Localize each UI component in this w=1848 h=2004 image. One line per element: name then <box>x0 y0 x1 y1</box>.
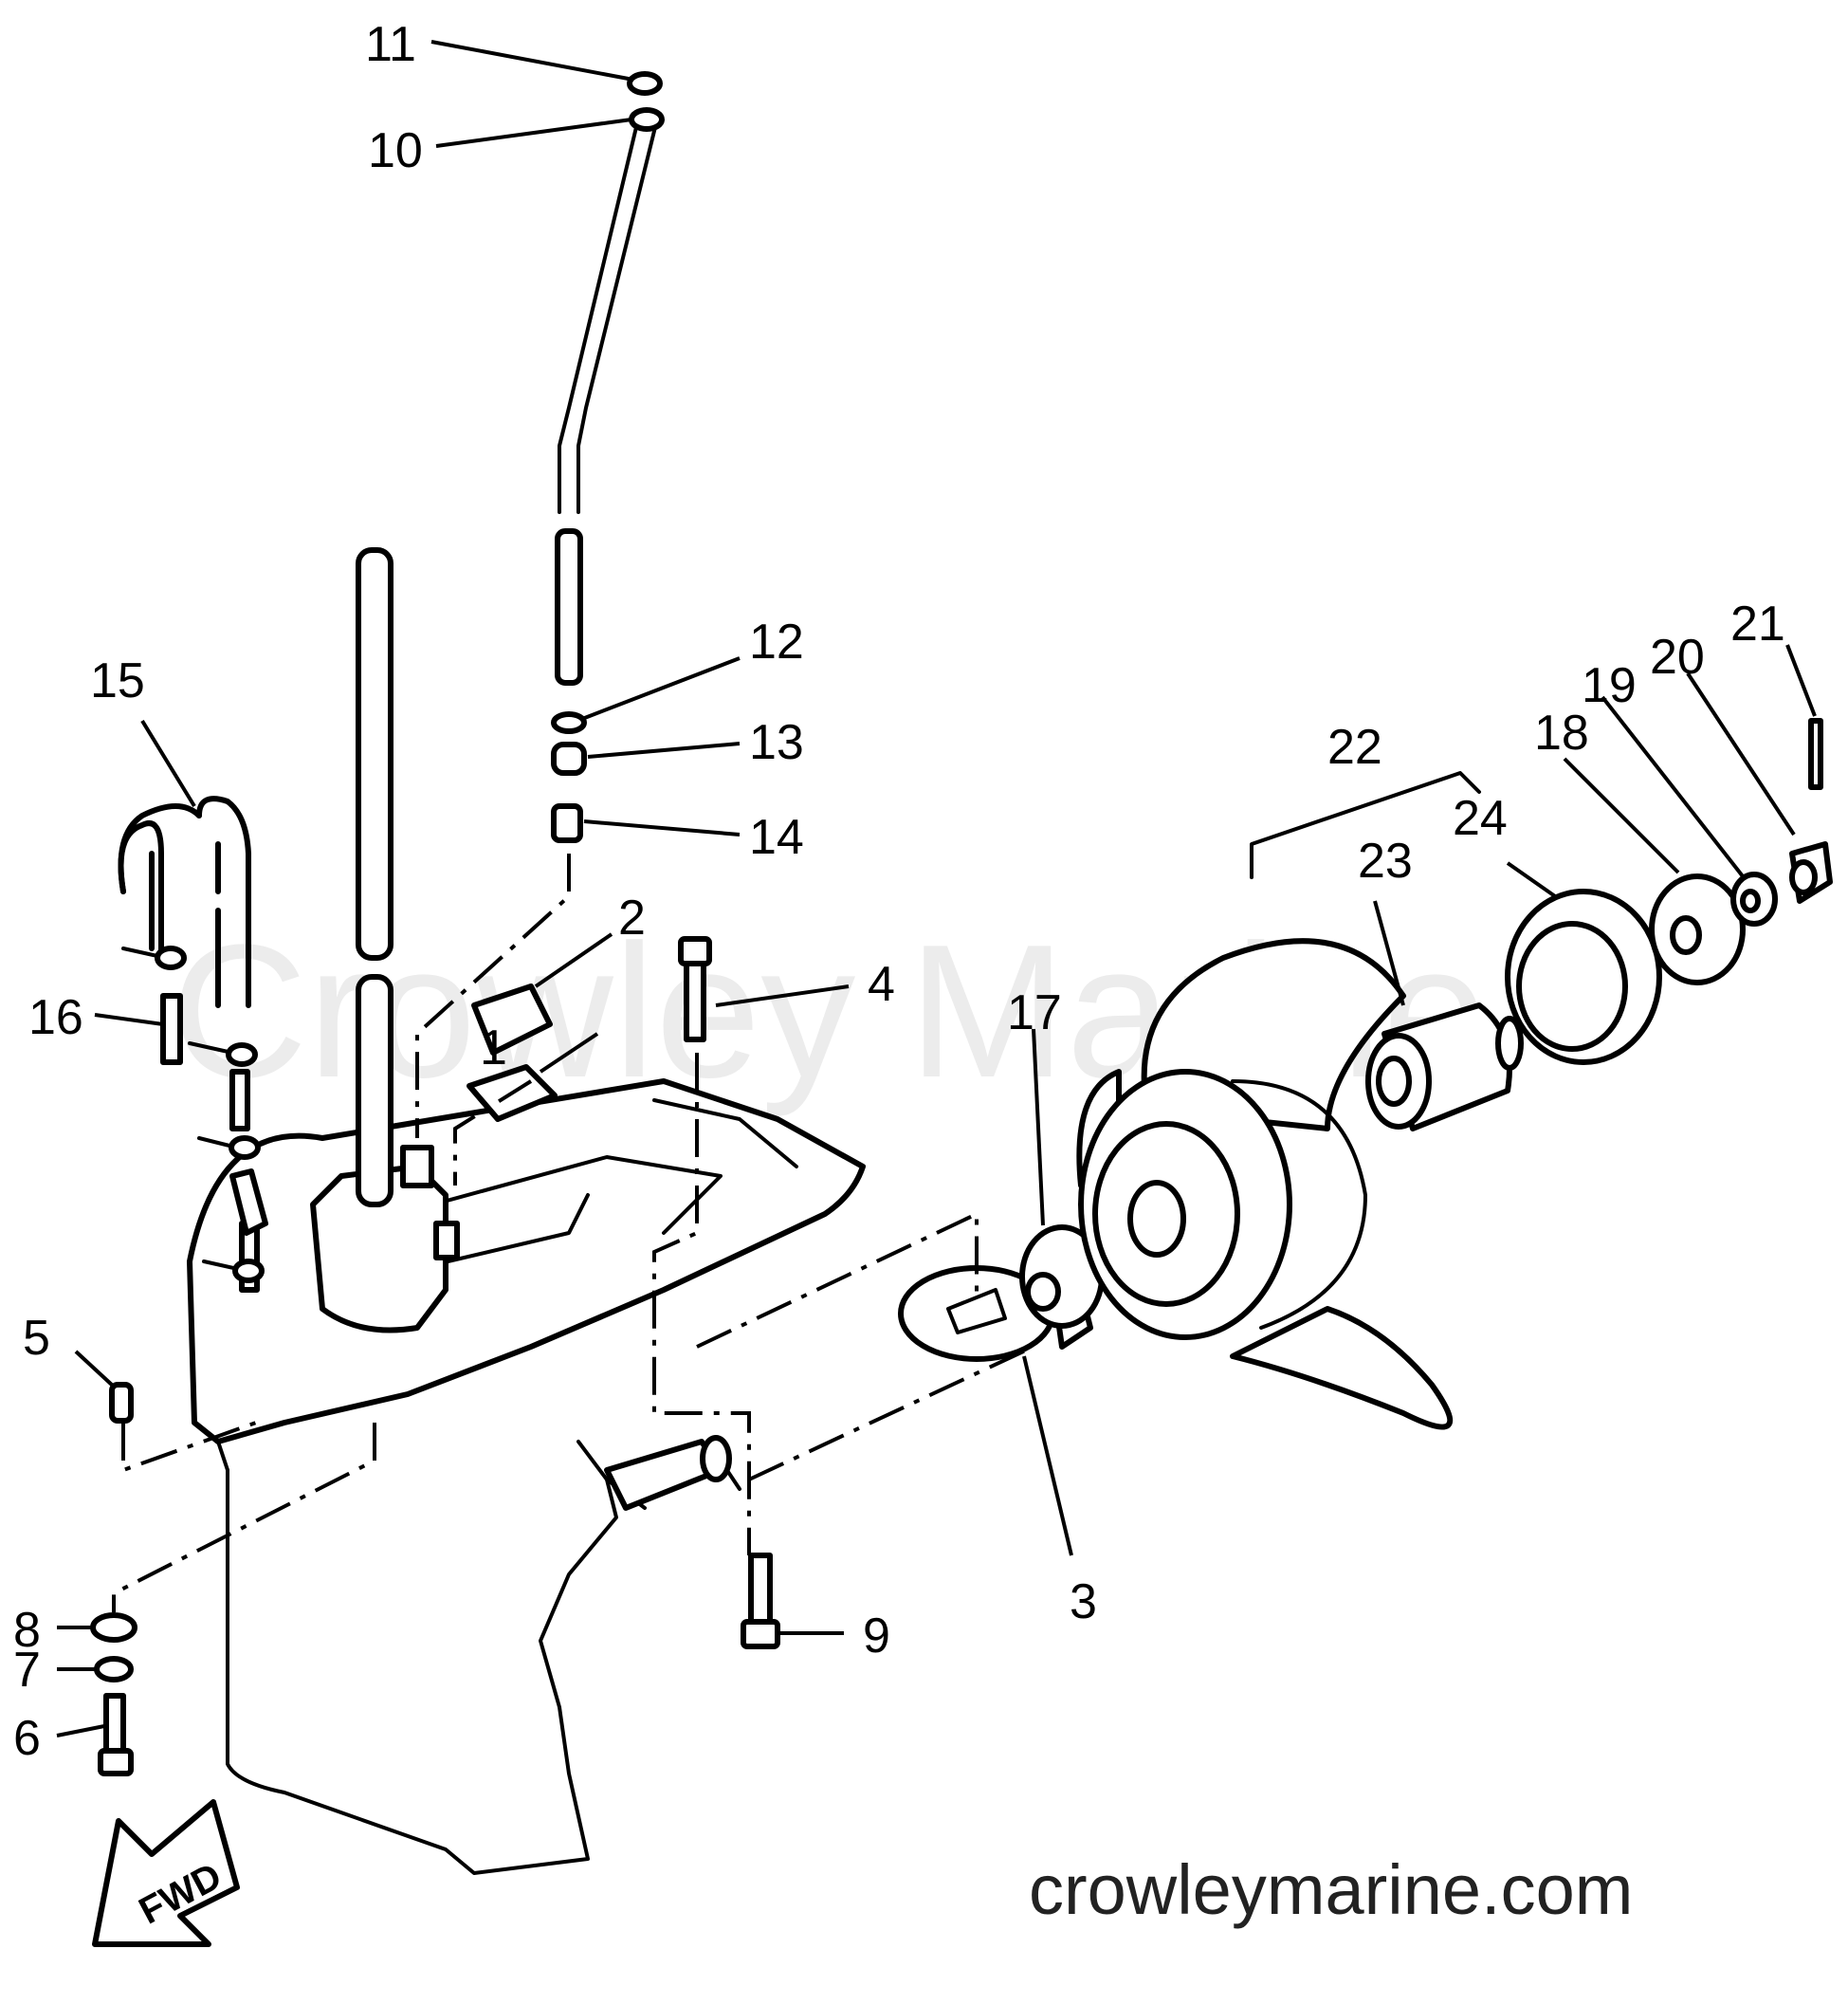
part-14-bushing <box>551 803 583 843</box>
fwd-arrow: FWD <box>92 1799 240 1947</box>
drive-shaft <box>356 547 393 1207</box>
callout-labels: 1 2 3 4 5 6 7 8 9 10 11 12 13 14 15 16 1… <box>13 17 1785 1766</box>
callout-21: 21 <box>1730 597 1785 652</box>
callout-3: 3 <box>1070 1574 1097 1629</box>
callout-5: 5 <box>23 1311 50 1366</box>
callout-24: 24 <box>1453 791 1508 846</box>
bracket-22 <box>1250 771 1481 879</box>
callout-16: 16 <box>28 990 83 1045</box>
leader-lines <box>56 40 1817 1737</box>
callout-1: 1 <box>480 1020 507 1076</box>
callout-15: 15 <box>90 653 145 708</box>
shift-rod <box>555 107 665 686</box>
callout-19: 19 <box>1582 658 1637 713</box>
site-url: crowleymarine.com <box>1029 1850 1633 1929</box>
part-2-pad <box>471 984 553 1056</box>
part-4-bolt <box>678 936 712 1042</box>
part-11-nut <box>627 71 663 96</box>
callout-4: 4 <box>868 957 895 1012</box>
callout-22: 22 <box>1327 720 1382 775</box>
callout-10: 10 <box>368 123 423 178</box>
propeller-shaft <box>604 1435 732 1511</box>
part-20-nut <box>1789 841 1833 904</box>
assembly-lines <box>112 854 1034 1612</box>
part-21-cotter-pin <box>1808 718 1823 790</box>
part-18-spacer <box>1649 873 1746 985</box>
water-pump-housing <box>310 1145 460 1333</box>
callout-9: 9 <box>863 1609 890 1664</box>
part-22-propeller <box>1076 938 1454 1430</box>
lower-unit-housing <box>187 1078 866 1875</box>
callout-13: 13 <box>749 715 804 770</box>
part-13-grommet <box>551 742 587 776</box>
part-23-hub <box>1365 1002 1524 1131</box>
part-12-washer <box>551 711 587 734</box>
callout-14: 14 <box>749 810 804 865</box>
part-5-pin <box>109 1382 134 1424</box>
part-19-washer <box>1730 872 1778 927</box>
callout-23: 23 <box>1358 834 1413 889</box>
callout-7: 7 <box>13 1643 41 1698</box>
callout-18: 18 <box>1534 706 1589 761</box>
callout-8: 8 <box>13 1603 41 1658</box>
callout-2: 2 <box>618 891 646 946</box>
part-6-bolt <box>98 1693 134 1776</box>
part-15-hose <box>118 796 251 1008</box>
callout-12: 12 <box>749 615 804 670</box>
part-24-ring <box>1505 889 1662 1065</box>
part-16-fittings <box>121 946 268 1293</box>
part-9-bolt <box>741 1553 780 1649</box>
part-8-washer <box>90 1612 137 1643</box>
callout-11: 11 <box>365 17 416 72</box>
callout-6: 6 <box>13 1711 41 1766</box>
callout-20: 20 <box>1650 630 1705 685</box>
callout-17: 17 <box>1007 985 1062 1040</box>
part-7-washer <box>94 1656 134 1682</box>
